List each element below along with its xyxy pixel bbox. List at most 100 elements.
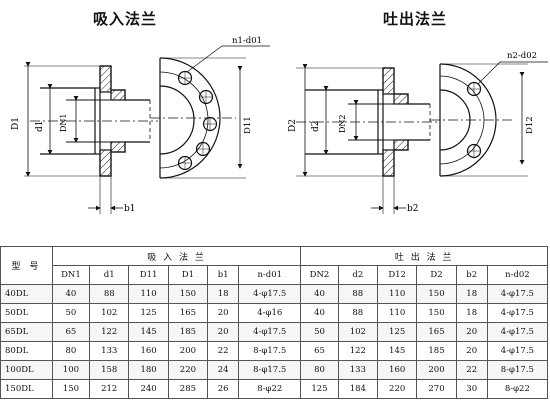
suction-b-label: b1 xyxy=(124,204,136,214)
table-cell: 4-φ16 xyxy=(238,303,302,323)
table-cell: 65 xyxy=(51,322,91,342)
table-cell: 200 xyxy=(167,341,209,361)
col-header: D11 xyxy=(128,265,169,285)
table-cell: 125 xyxy=(376,322,418,342)
table-cell: 220 xyxy=(167,360,209,380)
discharge-group-header: 吐 出 法 兰 xyxy=(300,246,548,266)
col-header: b1 xyxy=(207,265,240,285)
table-cell: 240 xyxy=(128,379,169,399)
table-cell: 110 xyxy=(376,284,418,304)
table-cell: 80 xyxy=(300,360,339,380)
discharge-front-view xyxy=(430,61,548,177)
table-cell: 165 xyxy=(416,322,457,342)
suction-Dbolt-label: D11 xyxy=(243,116,253,134)
table-cell: 88 xyxy=(337,284,378,304)
table-cell: 150 xyxy=(167,284,209,304)
table-cell: 102 xyxy=(89,303,130,323)
table-cell: 165 xyxy=(167,303,209,323)
table-cell: 88 xyxy=(89,284,130,304)
table-cell: 8-φ17.5 xyxy=(486,360,549,380)
table-cell: 4-φ17.5 xyxy=(486,341,549,361)
table-cell: 20 xyxy=(207,303,240,323)
col-header: DN1 xyxy=(51,265,91,285)
col-header: n-d01 xyxy=(238,265,302,285)
col-header: D1 xyxy=(167,265,209,285)
model-header: 型 号 xyxy=(0,246,53,285)
discharge-side-view xyxy=(296,64,438,214)
model-cell: 80DL xyxy=(0,341,53,361)
table-cell: 150 xyxy=(416,284,457,304)
table-cell: 40 xyxy=(51,284,91,304)
discharge-DN-label: DN2 xyxy=(338,114,347,133)
col-header: b2 xyxy=(455,265,488,285)
table-cell: 125 xyxy=(128,303,169,323)
table-cell: 150 xyxy=(416,303,457,323)
col-header: n-d02 xyxy=(486,265,549,285)
table-cell: 122 xyxy=(337,341,378,361)
table-cell: 22 xyxy=(207,341,240,361)
table-cell: 20 xyxy=(455,341,488,361)
model-cell: 65DL xyxy=(0,322,53,342)
table-cell: 145 xyxy=(128,322,169,342)
table-cell: 20 xyxy=(455,322,488,342)
table-cell: 40 xyxy=(300,284,339,304)
col-header: D2 xyxy=(416,265,457,285)
table-cell: 212 xyxy=(89,379,130,399)
table-cell: 122 xyxy=(89,322,130,342)
table-cell: 8-φ22 xyxy=(486,379,549,399)
flange-drawings: D1 d1 DN1 b1 n1-d01 D11 xyxy=(11,36,548,214)
suction-front-view xyxy=(150,45,270,179)
table-cell: 8-φ22 xyxy=(238,379,302,399)
discharge-D-label: D2 xyxy=(288,119,298,132)
table-cell: 110 xyxy=(128,284,169,304)
table-cell: 18 xyxy=(455,303,488,323)
suction-flange-title: 吸入法兰 xyxy=(93,10,158,28)
table-cell: 80 xyxy=(51,341,91,361)
table-cell: 133 xyxy=(337,360,378,380)
model-cell: 100DL xyxy=(0,360,53,380)
discharge-holes-label: n2-d02 xyxy=(507,51,537,61)
table-cell: 110 xyxy=(376,303,418,323)
table-cell: 160 xyxy=(128,341,169,361)
suction-D-label: D1 xyxy=(11,117,21,130)
table-cell: 100 xyxy=(51,360,91,380)
table-cell: 88 xyxy=(337,303,378,323)
col-header: D12 xyxy=(376,265,418,285)
table-cell: 220 xyxy=(376,379,418,399)
table-cell: 184 xyxy=(337,379,378,399)
table-cell: 22 xyxy=(455,360,488,380)
table-cell: 4-φ17.5 xyxy=(486,284,549,304)
table-cell: 18 xyxy=(455,284,488,304)
table-cell: 160 xyxy=(376,360,418,380)
table-cell: 102 xyxy=(337,322,378,342)
discharge-Dbolt-label: D12 xyxy=(525,116,535,134)
table-cell: 50 xyxy=(51,303,91,323)
table-cell: 30 xyxy=(455,379,488,399)
flange-spec-table: 型 号 吸 入 法 兰 吐 出 法 兰 DN1 d1 D11 D1 b1 n-d… xyxy=(0,246,549,399)
table-cell: 50 xyxy=(300,322,339,342)
table-cell: 185 xyxy=(416,341,457,361)
table-cell: 24 xyxy=(207,360,240,380)
table-cell: 40 xyxy=(300,303,339,323)
table-cell: 158 xyxy=(89,360,130,380)
table-cell: 180 xyxy=(128,360,169,380)
model-cell: 40DL xyxy=(0,284,53,304)
table-cell: 133 xyxy=(89,341,130,361)
col-header: d1 xyxy=(89,265,130,285)
discharge-d-label: d2 xyxy=(311,121,321,133)
col-header: DN2 xyxy=(300,265,339,285)
suction-holes-label: n1-d01 xyxy=(232,36,262,46)
table-cell: 270 xyxy=(416,379,457,399)
table-cell: 26 xyxy=(207,379,240,399)
table-cell: 18 xyxy=(207,284,240,304)
table-cell: 185 xyxy=(167,322,209,342)
table-cell: 200 xyxy=(416,360,457,380)
suction-d-label: d1 xyxy=(35,121,45,133)
table-cell: 65 xyxy=(300,341,339,361)
table-cell: 8-φ17.5 xyxy=(238,360,302,380)
table-cell: 285 xyxy=(167,379,209,399)
